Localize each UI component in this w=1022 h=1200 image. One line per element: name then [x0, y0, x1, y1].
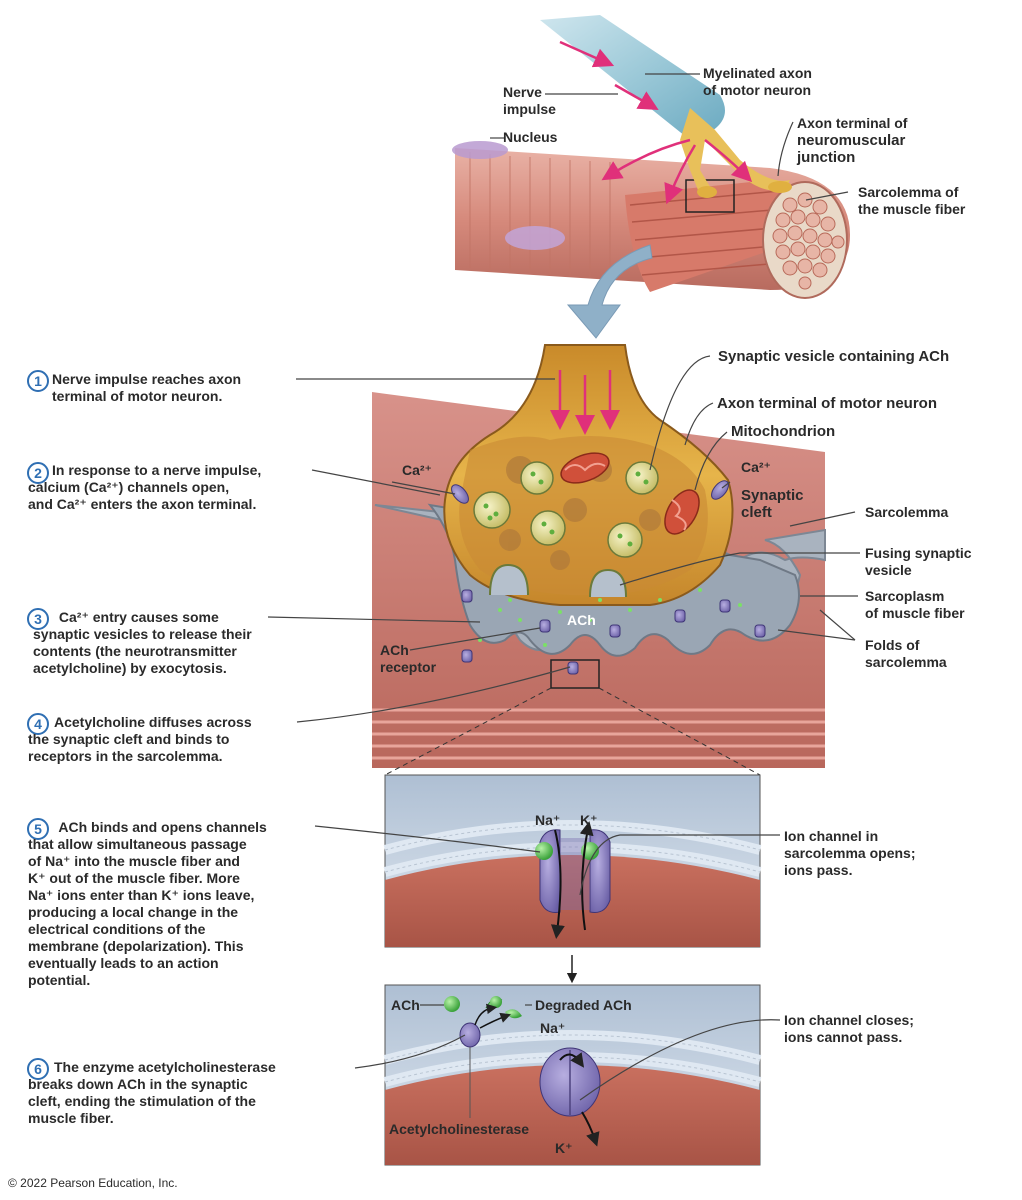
label-ion-channel-closes: Ion channel closes; ions cannot pass. — [784, 1012, 914, 1045]
receptor-zoom-box — [550, 659, 600, 689]
zoom-arrow — [566, 244, 653, 339]
label-ach-bottom: ACh — [391, 997, 420, 1013]
muscle-fiber-overview — [452, 141, 850, 299]
ion-channel-closed-panel — [383, 984, 762, 1166]
step-1-number: 1 — [27, 370, 49, 392]
step-5-number: 5 — [27, 818, 49, 840]
label-ach-receptor: ACh receptor — [380, 642, 437, 675]
step-6-text: The enzyme acetylcholinesterase breaks d… — [28, 1059, 276, 1126]
ion-channel-open-panel — [383, 774, 762, 948]
label-na-top: Na⁺ — [535, 812, 561, 828]
step-2-text: In response to a nerve impulse, calcium … — [28, 462, 262, 512]
step-1-text: Nerve impulse reaches axon terminal of m… — [52, 371, 242, 404]
step-6-number: 6 — [27, 1058, 49, 1080]
label-acetylcholinesterase: Acetylcholinesterase — [389, 1121, 530, 1137]
label-axon-terminal-nmj-line1: Axon terminal of — [797, 115, 908, 131]
label-axon-terminal-nmj: Axon terminal of neuromuscular junction — [797, 115, 907, 166]
label-nucleus: Nucleus — [503, 129, 558, 145]
nucleus-shape — [452, 141, 508, 159]
label-ca-right: Ca²⁺ — [741, 459, 771, 475]
label-fusing-vesicle: Fusing synaptic vesicle — [865, 545, 972, 578]
label-ion-channel-opens: Ion channel in sarcolemma opens; ions pa… — [784, 828, 916, 878]
step-5-text: ACh binds and opens channels that allow … — [28, 819, 267, 988]
label-nerve-impulse: Nerve impulse — [503, 84, 556, 117]
label-k-top: K⁺ — [580, 812, 598, 828]
label-synaptic-cleft: Synaptic cleft — [741, 487, 804, 521]
copyright: © 2022 Pearson Education, Inc. — [8, 1176, 178, 1190]
label-k-bottom: K⁺ — [555, 1140, 573, 1156]
label-axon-terminal-motor: Axon terminal of motor neuron — [717, 395, 938, 412]
synaptic-vesicles — [473, 461, 659, 558]
step-2-number: 2 — [27, 462, 49, 484]
nmj-zoom-box — [685, 179, 735, 213]
myelinated-axon — [540, 15, 792, 205]
label-myelinated-axon: Myelinated axon of motor neuron — [703, 65, 812, 98]
step-3-number: 3 — [27, 608, 49, 630]
leader-lines — [267, 73, 860, 1101]
step-3-text: Ca²⁺ entry causes some synaptic vesicles… — [33, 609, 252, 676]
label-ach: ACh — [567, 612, 596, 628]
label-mitochondrion: Mitochondrion — [731, 423, 836, 440]
label-sarcolemma-fiber: Sarcolemma of the muscle fiber — [858, 184, 966, 217]
step-4-text: Acetylcholine diffuses across the synapt… — [28, 714, 252, 764]
label-sarcolemma: Sarcolemma — [865, 504, 949, 520]
synapse-closeup — [372, 344, 826, 768]
label-folds: Folds of sarcolemma — [865, 637, 947, 670]
label-ca-left: Ca²⁺ — [402, 462, 432, 478]
label-sarcoplasm: Sarcoplasm of muscle fiber — [865, 588, 965, 621]
label-synaptic-vesicle: Synaptic vesicle containing ACh — [718, 348, 950, 365]
label-na-bottom: Na⁺ — [540, 1020, 566, 1036]
label-degraded-ach: Degraded ACh — [535, 997, 632, 1013]
label-neuromuscular-junction: neuromuscular junction — [797, 132, 906, 166]
step-4-number: 4 — [27, 713, 49, 735]
mitochondria — [560, 452, 700, 535]
